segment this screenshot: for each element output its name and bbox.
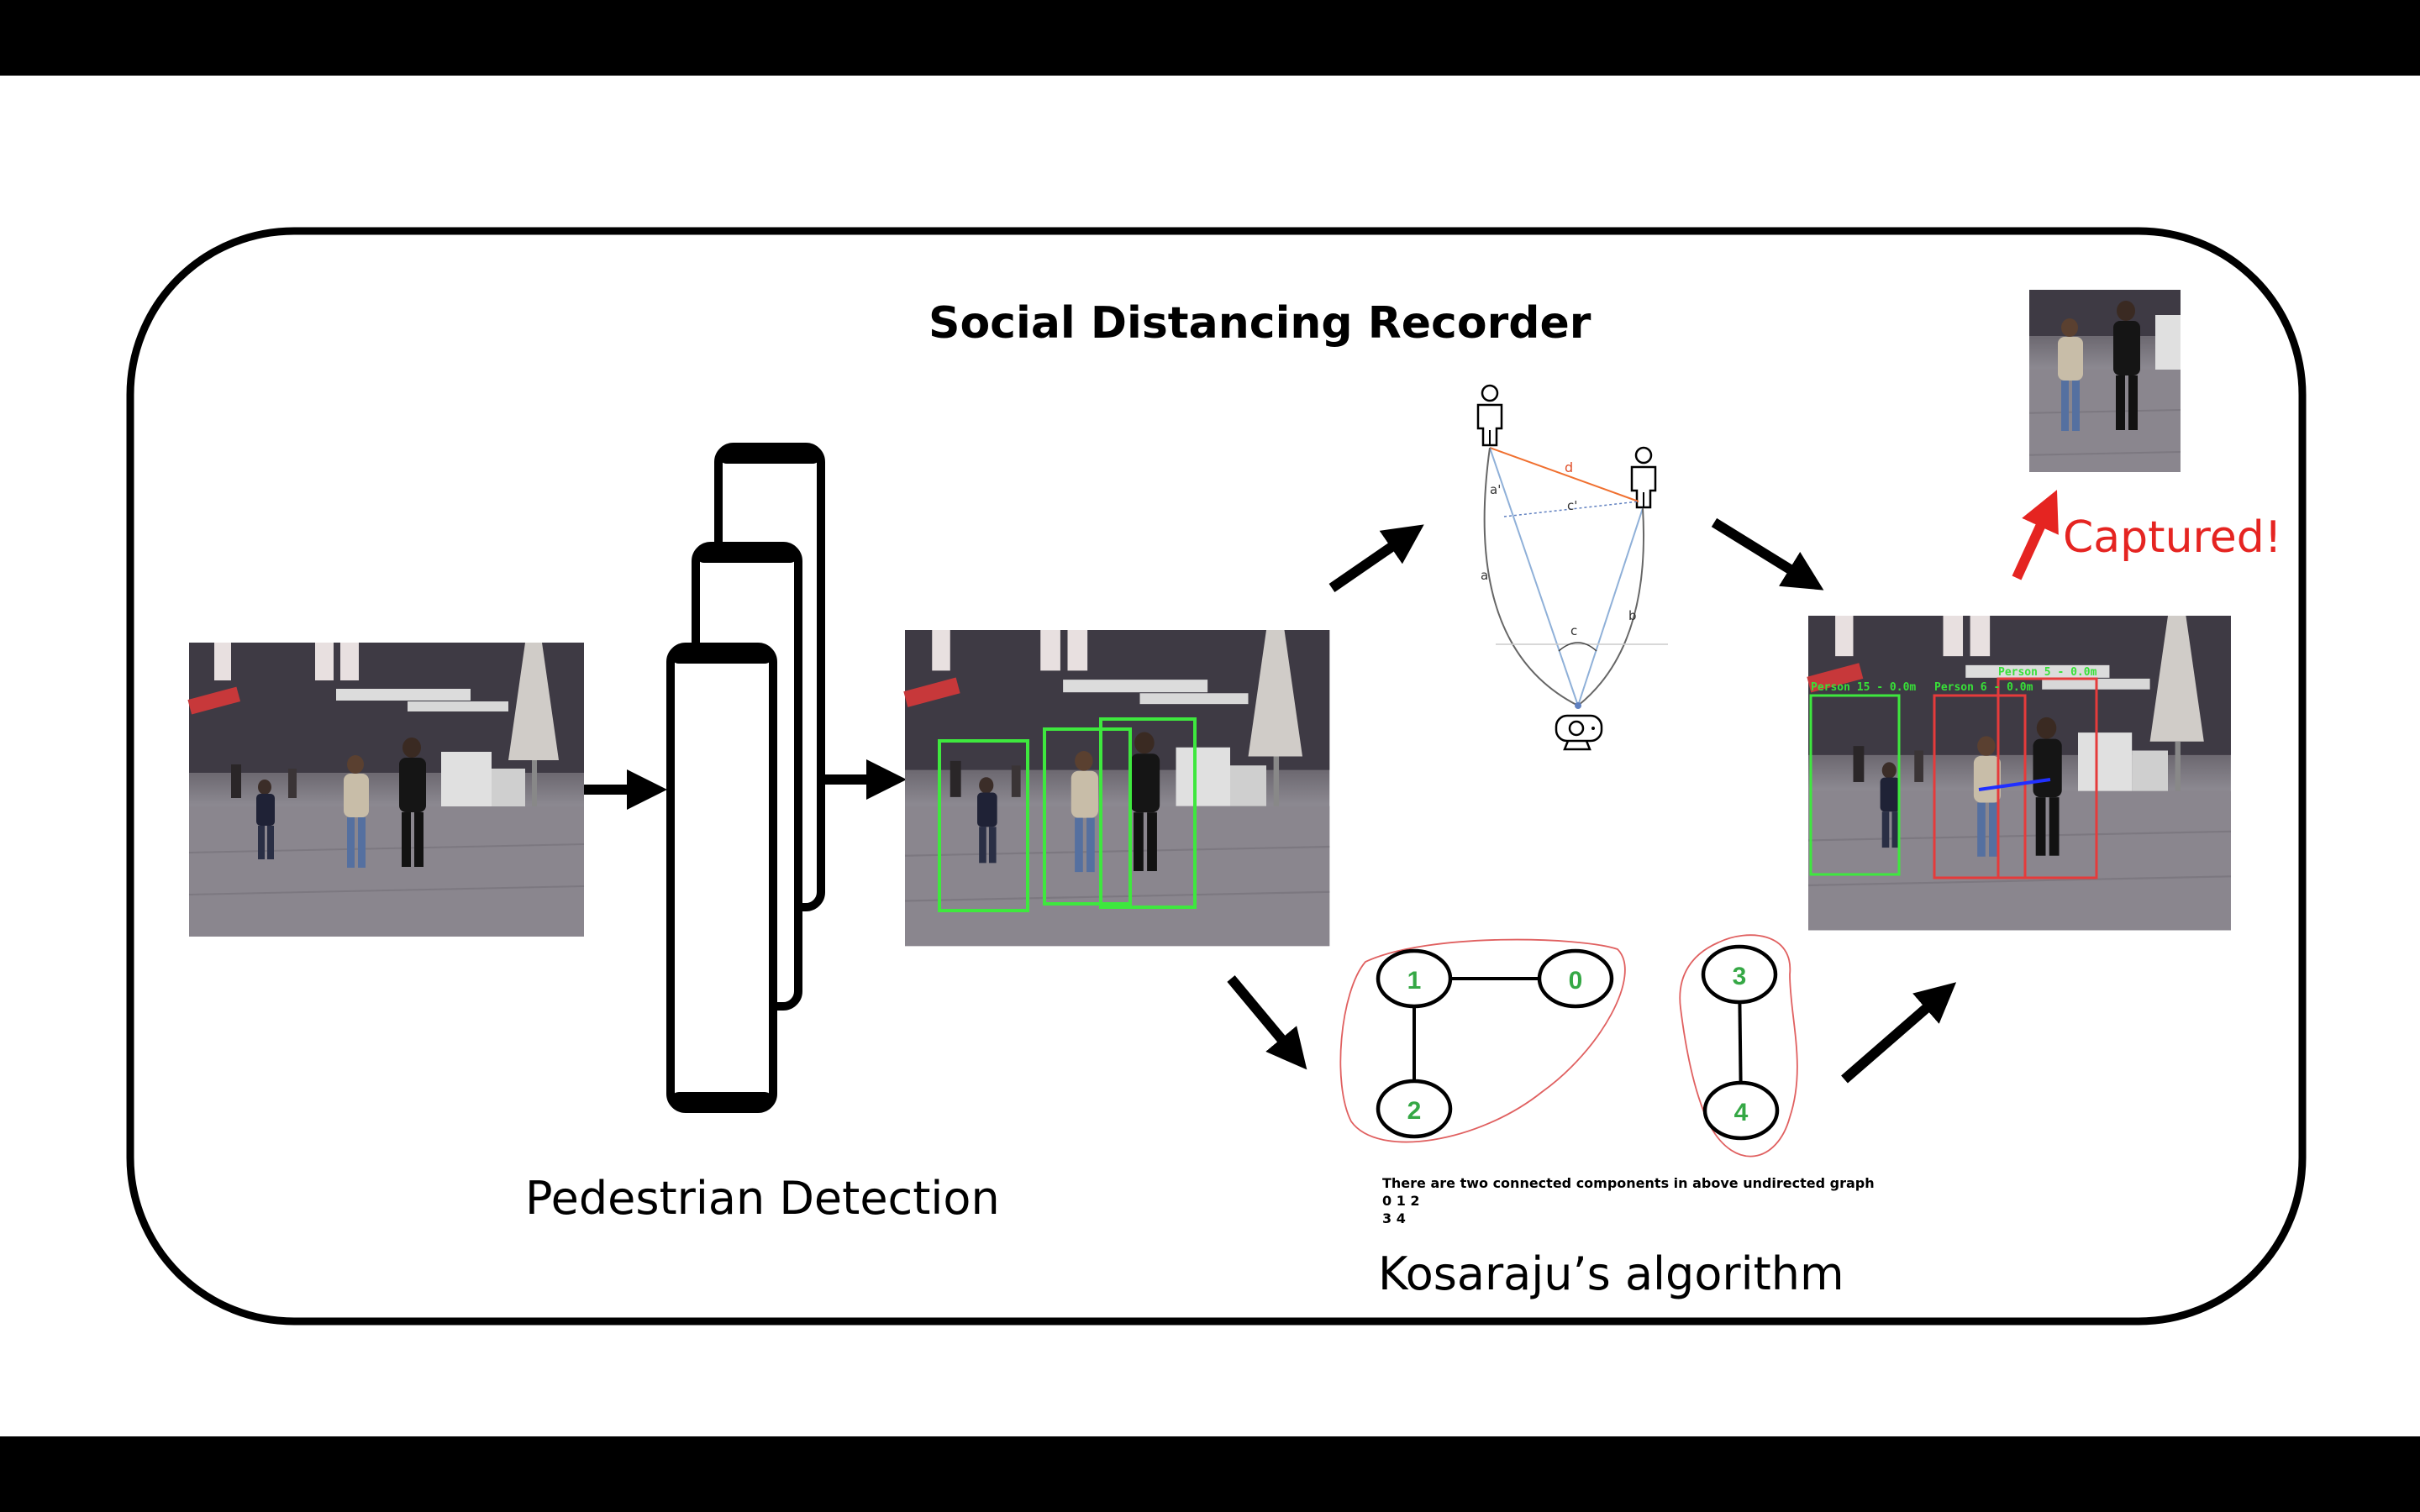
detection-boxes <box>938 717 1197 912</box>
result-boxes <box>1809 677 2098 879</box>
geometry-label-b: b <box>1628 608 1637 623</box>
geometry-label-c: c <box>1570 623 1577 638</box>
arrow-geometry-to-result <box>1711 517 1824 591</box>
geometry-label-a-prime: a' <box>1490 482 1501 497</box>
result-box-person-6 <box>1933 694 2027 879</box>
violation-line <box>1978 778 2051 791</box>
svg-text:1: 1 <box>1407 967 1422 995</box>
violation-result-image <box>1806 614 2232 932</box>
arrow-to-capture <box>2012 490 2059 580</box>
graph-caption-line-3: 3 4 <box>1382 1210 1406 1226</box>
svg-text:2: 2 <box>1407 1097 1422 1125</box>
component-outline-34 <box>1679 934 1798 1158</box>
result-box-person-5 <box>1996 677 2098 879</box>
graph-node-2: 2 <box>1376 1079 1453 1139</box>
graph-node-4: 4 <box>1702 1080 1780 1141</box>
detection-result-image <box>902 628 1331 948</box>
diagram-title: Social Distancing Recorder <box>929 298 1591 349</box>
graph-caption-line-2: 0 1 2 <box>1382 1193 1420 1209</box>
component-outline-012 <box>1339 938 1626 1143</box>
result-box-person-15 <box>1809 694 1901 876</box>
detection-box-child <box>938 739 1029 912</box>
graph-node-3: 3 <box>1701 944 1778 1005</box>
svg-text:0: 0 <box>1569 967 1583 995</box>
input-street-image <box>187 642 586 937</box>
arrow-to-graph <box>1227 975 1307 1070</box>
geometry-label-c-prime: c' <box>1567 498 1577 513</box>
result-label-person-6: Person 6 - 0.0m <box>1934 681 2033 694</box>
person-icon-right <box>1630 446 1657 509</box>
graph-caption: There are two connected components in ab… <box>1382 1174 1875 1227</box>
graph-caption-line-1: There are two connected components in ab… <box>1382 1175 1875 1191</box>
detector-network-stack <box>666 443 825 1113</box>
result-label-person-5: Person 5 - 0.0m <box>1998 666 2097 679</box>
graph-node-0: 0 <box>1537 948 1614 1009</box>
stage-label-kosaraju: Kosaraju’s algorithm <box>1378 1247 1844 1300</box>
captured-thumbnail <box>2029 290 2181 472</box>
distance-geometry-diagram: d a' c' a c b <box>1476 384 1668 751</box>
outer-frame <box>126 227 2307 1326</box>
result-label-person-15: Person 15 - 0.0m <box>1811 681 1916 694</box>
geometry-label-d: d <box>1565 459 1573 475</box>
bottom-letterbox-bar <box>0 1436 2420 1512</box>
person-icon-left <box>1476 384 1503 447</box>
svg-text:4: 4 <box>1734 1099 1749 1126</box>
arrow-graph-to-result <box>1841 982 1957 1084</box>
camera-icon <box>1555 714 1603 751</box>
svg-text:3: 3 <box>1733 963 1747 990</box>
graph-node-1: 1 <box>1376 948 1453 1009</box>
detection-box-man <box>1099 717 1197 909</box>
detection-box-woman <box>1043 727 1132 906</box>
top-letterbox-bar <box>0 0 2420 76</box>
stage-label-pedestrian-detection: Pedestrian Detection <box>525 1172 1000 1225</box>
connected-components-graph: 1 0 2 3 4 <box>1339 934 1798 1158</box>
distance-line-d <box>1489 447 1639 502</box>
arrow-to-distance-geometry <box>1328 524 1424 592</box>
captured-label: Captured! <box>2063 512 2282 563</box>
geometry-label-a: a <box>1481 568 1488 583</box>
